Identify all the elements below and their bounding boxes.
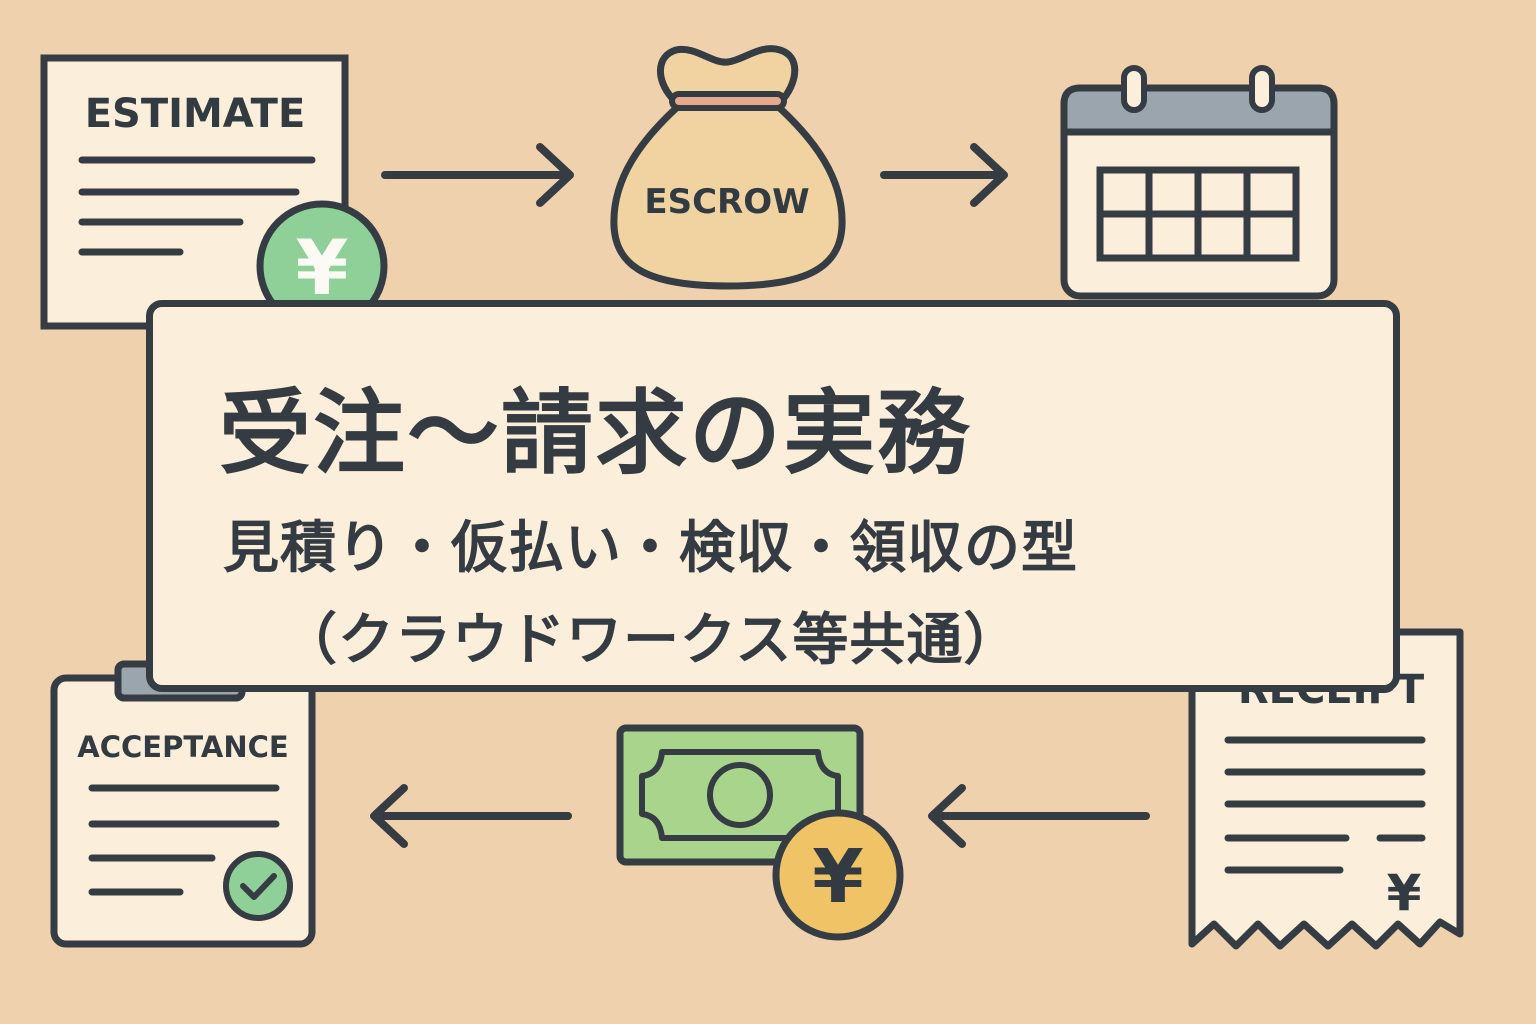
yen-coin-symbol: ¥	[812, 834, 864, 920]
arrow-right-icon	[381, 143, 574, 207]
title-panel: 受注～請求の実務 見積り・仮払い・検収・領収の型 （クラウドワークス等共通）	[146, 300, 1400, 692]
arrow-right-icon	[880, 143, 1008, 207]
yen-coin-icon: ¥	[256, 200, 388, 332]
money-bag-icon: ESCROW	[610, 45, 846, 290]
yen-coin-icon: ¥	[772, 809, 904, 941]
receipt-yen-symbol: ¥	[1387, 864, 1422, 922]
check-icon	[223, 851, 293, 921]
acceptance-label: ACCEPTANCE	[77, 730, 288, 764]
clipboard-icon: ACCEPTANCE	[50, 645, 316, 948]
escrow-label: ESCROW	[644, 182, 809, 222]
estimate-label: ESTIMATE	[85, 91, 306, 137]
page-subtitle: 見積り・仮払い・検収・領収の型	[223, 516, 1078, 581]
estimate-document-icon: ESTIMATE	[40, 54, 349, 330]
arrow-left-icon	[928, 784, 1150, 848]
yen-coin-symbol: ¥	[296, 223, 349, 312]
calendar-icon	[1060, 65, 1338, 300]
page-title: 受注～請求の実務	[219, 380, 972, 487]
arrow-left-icon	[370, 784, 572, 848]
page-note: （クラウドワークス等共通）	[281, 608, 1021, 673]
